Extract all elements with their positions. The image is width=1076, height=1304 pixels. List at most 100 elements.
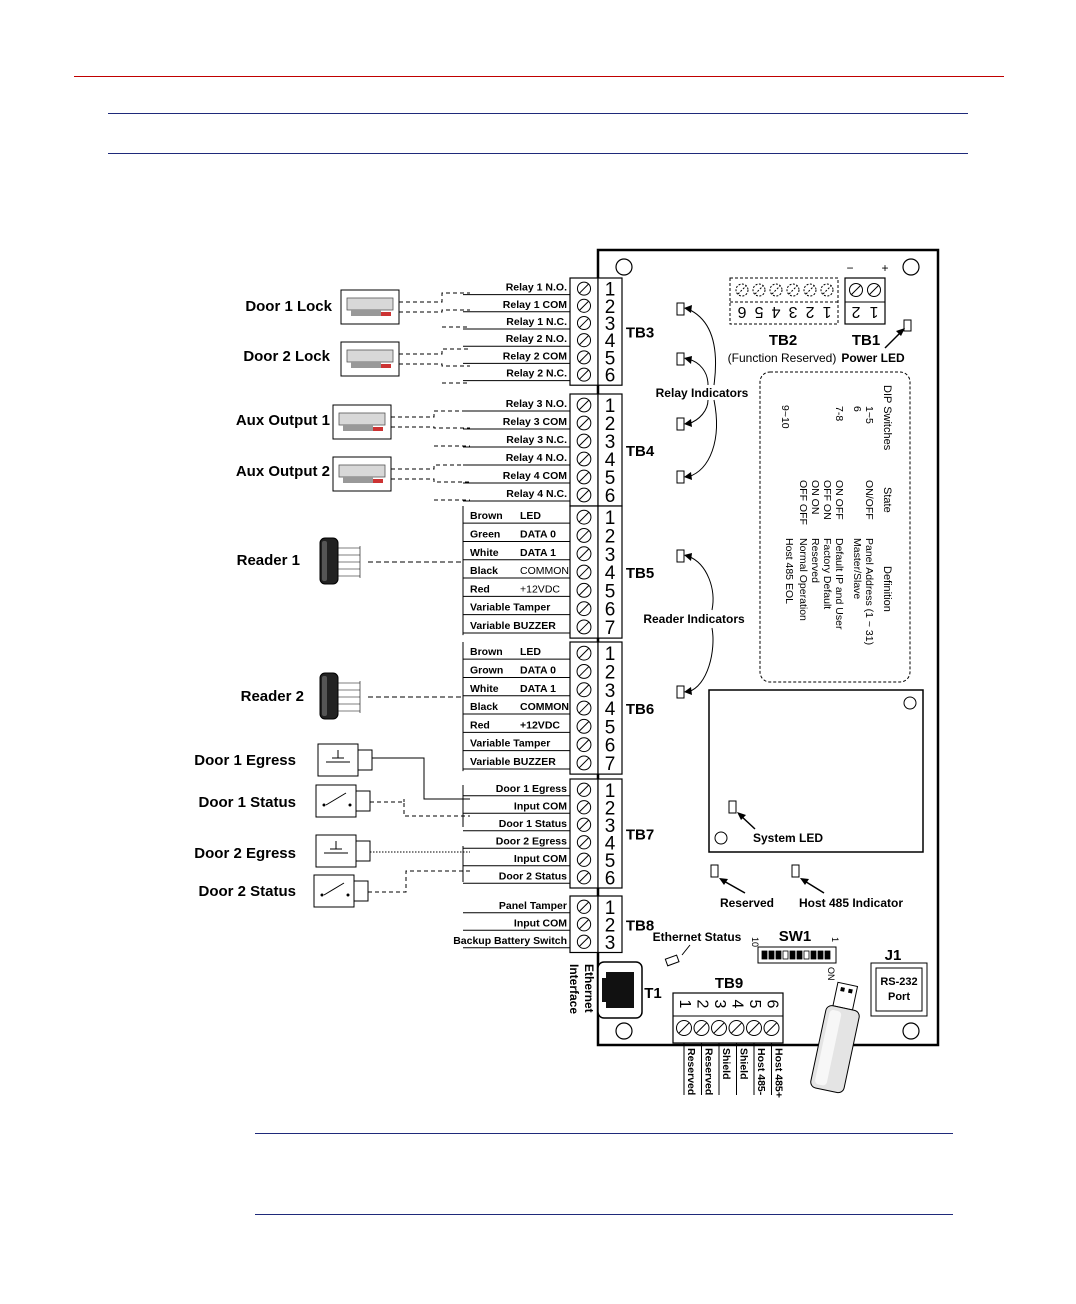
tb1-label: TB1	[852, 332, 880, 349]
screw-slot	[578, 585, 590, 596]
relay-indicators-label: Relay Indicators	[656, 386, 749, 400]
terminal-block-name: TB7	[626, 827, 654, 844]
sw1-on: ON	[826, 967, 836, 981]
reader-indicator-leds	[676, 549, 714, 699]
wire-color-label: Black	[470, 701, 498, 713]
pin-number: 6	[605, 486, 616, 507]
mount-hole	[714, 831, 728, 845]
terminal-number-strip	[597, 895, 623, 954]
terminal-label: Door 2 Status	[499, 870, 567, 882]
pin-number: 5	[605, 581, 616, 602]
j1-line1: RS-232	[880, 976, 917, 988]
dip-state: ON/OFF	[863, 480, 875, 520]
tb2-pin: 5	[754, 303, 763, 320]
status-wire	[368, 870, 470, 893]
terminal-block-tb3	[569, 277, 599, 386]
wire-signal-label: +12VDC	[520, 719, 560, 731]
screw-slot	[578, 721, 590, 732]
tb1-screw	[867, 283, 881, 297]
ethernet-status-led	[664, 954, 680, 967]
lock-wire	[391, 426, 470, 429]
pin-number: 4	[605, 563, 616, 584]
wire-color-label: Green	[470, 528, 500, 540]
tb2-screw-slot	[788, 285, 798, 295]
device-label: Door 2 Egress	[194, 845, 296, 862]
sw1-key	[775, 950, 782, 960]
tb9-label: Shield	[738, 1048, 750, 1080]
mount-hole	[903, 696, 917, 710]
sw1-label: SW1	[779, 928, 812, 945]
pin-number: 1	[605, 280, 616, 301]
pin-number: 1	[605, 781, 616, 802]
pin-number: 2	[605, 915, 616, 936]
sw1-keys	[761, 950, 831, 960]
screw-slot	[578, 435, 590, 447]
wire-color-label: Variable Tamper	[470, 738, 550, 750]
ethernet-status-label: Ethernet Status	[653, 930, 742, 944]
dip-header: DIP Switches	[881, 385, 893, 451]
terminal-label: Relay 3 N.C.	[506, 434, 567, 446]
sw1-key	[817, 950, 824, 960]
tb9-label: Shield	[720, 1048, 732, 1080]
j1-port-inner	[875, 967, 923, 1012]
screw-slot	[579, 283, 589, 294]
sw1-key	[768, 950, 775, 960]
wire-color-label: Black	[470, 565, 498, 577]
tb1-screw	[849, 283, 863, 297]
wire-signal-label: DATA 1	[520, 547, 556, 559]
terminal-label: Door 1 Egress	[496, 783, 567, 795]
card-reader-icon	[319, 672, 361, 720]
screw-slot	[579, 369, 589, 380]
screw-slot	[578, 417, 590, 429]
pin-number: 1	[605, 644, 616, 665]
screw-slot	[578, 621, 590, 633]
screw-slot	[578, 647, 590, 659]
screw-slot	[578, 702, 590, 714]
dip-switch-number: 6	[851, 406, 863, 412]
wire-color-label: White	[470, 683, 499, 695]
terminal-block-tb4	[569, 393, 599, 507]
power-led-label: Power LED	[841, 351, 905, 365]
lock-wire	[399, 348, 470, 355]
tb1-plus: +	[881, 261, 888, 275]
j1-line2: Port	[888, 991, 910, 1003]
terminal-number-strip	[597, 393, 623, 507]
tb1-pins: 2	[851, 303, 860, 320]
screw-slot	[578, 854, 590, 865]
reader-indicators-label: Reader Indicators	[643, 612, 745, 626]
wire-color-label: Variable BUZZER	[470, 620, 556, 632]
dip-header: Definition	[881, 566, 893, 612]
lock-wire	[399, 309, 470, 313]
wire-color-label: Red	[470, 583, 490, 595]
terminal-label: Input COM	[514, 800, 567, 812]
screw-slot	[748, 1022, 760, 1034]
wire-color-label: White	[470, 547, 499, 559]
system-led-label: System LED	[753, 831, 823, 845]
wire-color-label: Grown	[470, 664, 503, 676]
tb2-screw	[735, 283, 749, 297]
wire-signal-label: DATA 1	[520, 683, 556, 695]
dip-definition: Factory Default	[821, 538, 833, 609]
ethernet-status-arrow	[681, 944, 691, 956]
tb2-screw	[803, 283, 817, 297]
host485-led	[791, 864, 800, 878]
screw-slot	[695, 1022, 708, 1034]
sw1-key	[782, 950, 789, 960]
tb9-pin: 1	[676, 1000, 693, 1009]
tb2-screw-slot	[805, 285, 815, 295]
terminal-label: Relay 4 COM	[503, 470, 567, 482]
dip-state: OFF OFF	[797, 480, 809, 525]
pin-number: 2	[605, 297, 616, 318]
field-wiring	[368, 292, 470, 893]
tb1-screw-slot	[850, 284, 862, 296]
push-button-icon	[317, 743, 373, 777]
wire-color-label: Brown	[470, 646, 503, 658]
terminal-label: Relay 2 N.C.	[506, 368, 567, 380]
terminal-label: Door 2 Egress	[496, 835, 567, 847]
tb2-block	[729, 277, 839, 325]
tb9-pin: 6	[764, 1000, 781, 1009]
tb9-label: TB9	[715, 975, 743, 992]
